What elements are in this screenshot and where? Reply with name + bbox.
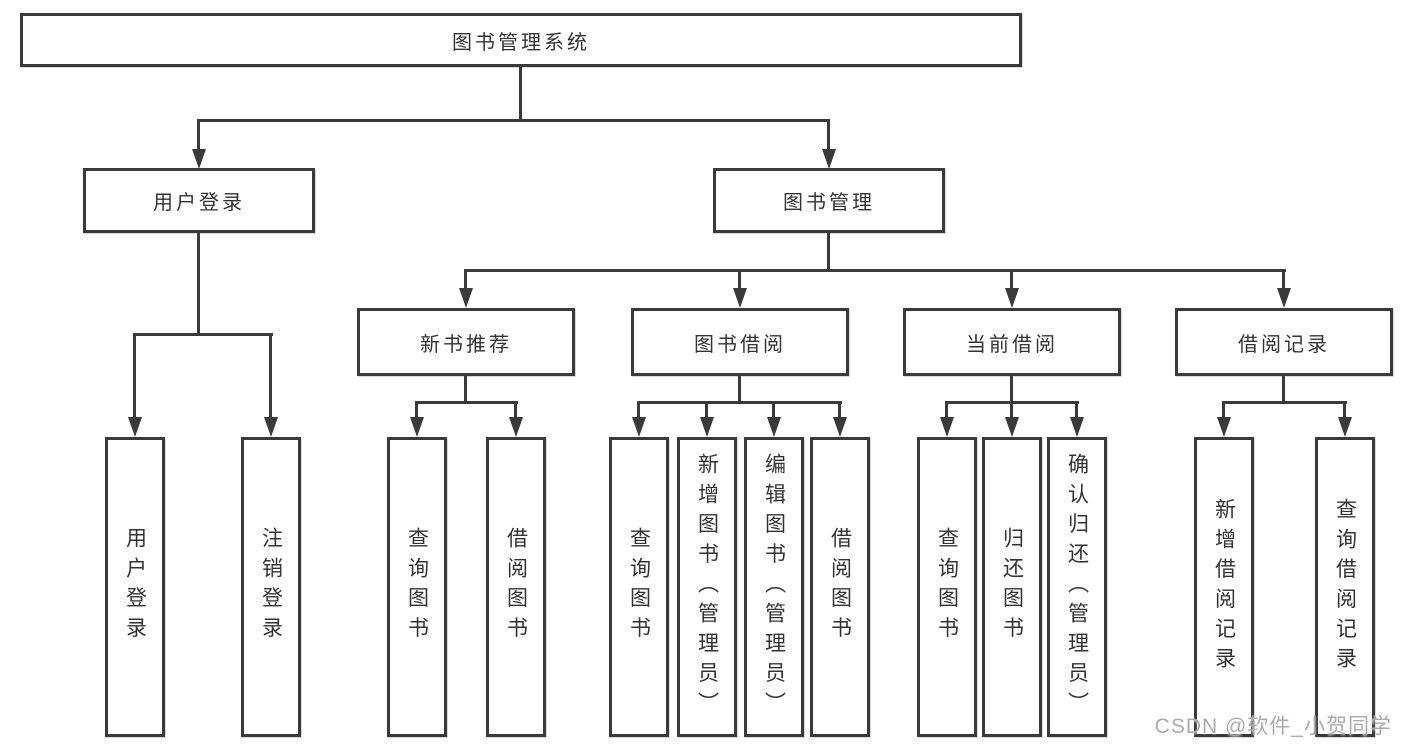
connector-line: [133, 333, 273, 336]
node-user-login: 用户登录: [83, 168, 315, 233]
connector-line: [637, 401, 640, 421]
arrowhead-down-icon: [264, 417, 278, 437]
arrowhead-down-icon: [1005, 417, 1019, 437]
connector-line: [465, 269, 1286, 272]
connector-line: [1222, 401, 1347, 404]
arrowhead-down-icon: [509, 417, 523, 437]
arrowhead-down-icon: [822, 149, 836, 169]
connector-line: [945, 401, 948, 421]
connector-line: [1010, 376, 1013, 404]
root-node-library-system: 图书管理系统: [20, 13, 1022, 67]
arrowhead-down-icon: [632, 417, 646, 437]
connector-line: [1010, 269, 1013, 292]
leaf-query-books-borrow: 查询图书: [609, 437, 669, 737]
connector-line: [1222, 401, 1225, 421]
connector-line: [1343, 401, 1346, 421]
leaf-borrow-books-borrow: 借阅图书: [810, 437, 870, 737]
arrowhead-down-icon: [1005, 288, 1019, 308]
connector-line: [519, 67, 522, 120]
node-book-management: 图书管理: [713, 168, 945, 233]
arrowhead-down-icon: [833, 417, 847, 437]
leaf-logout-login: 注销登录: [241, 437, 301, 737]
connector-line: [514, 401, 517, 421]
connector-line: [464, 376, 467, 404]
connector-line: [838, 401, 841, 421]
arrowhead-down-icon: [700, 417, 714, 437]
connector-line: [772, 401, 775, 421]
connector-line: [738, 269, 741, 292]
connector-line: [1010, 401, 1013, 421]
connector-line: [197, 119, 200, 152]
connector-line: [269, 333, 272, 419]
connector-line: [133, 333, 136, 419]
leaf-add-borrow-record: 新增借阅记录: [1194, 437, 1254, 737]
leaf-edit-books-admin: 编辑图书（管理员）: [744, 437, 804, 737]
leaf-user-login: 用户登录: [105, 437, 165, 737]
arrowhead-down-icon: [459, 288, 473, 308]
arrowhead-down-icon: [1338, 417, 1352, 437]
leaf-return-books: 归还图书: [982, 437, 1042, 737]
connector-line: [738, 376, 741, 404]
connector-line: [827, 233, 830, 272]
leaf-query-books-current: 查询图书: [917, 437, 977, 737]
leaf-borrow-books-recommend: 借阅图书: [486, 437, 546, 737]
connector-line: [1282, 269, 1285, 292]
arrowhead-down-icon: [192, 149, 206, 169]
arrowhead-down-icon: [767, 417, 781, 437]
arrowhead-down-icon: [733, 288, 747, 308]
connector-line: [415, 401, 418, 421]
connector-line: [827, 119, 830, 152]
leaf-query-books-recommend: 查询图书: [387, 437, 447, 737]
connector-line: [1075, 401, 1078, 421]
arrowhead-down-icon: [1277, 288, 1291, 308]
connector-line: [705, 401, 708, 421]
connector-line: [197, 233, 200, 336]
arrowhead-down-icon: [410, 417, 424, 437]
arrowhead-down-icon: [128, 417, 142, 437]
arrowhead-down-icon: [1217, 417, 1231, 437]
connector-line: [637, 401, 842, 404]
arrowhead-down-icon: [940, 417, 954, 437]
connector-line: [464, 269, 467, 292]
csdn-watermark: CSDN @软件_小贺同学: [1154, 715, 1392, 738]
node-new-book-recommend: 新书推荐: [357, 308, 575, 376]
node-borrow-records: 借阅记录: [1175, 308, 1393, 376]
leaf-query-borrow-record: 查询借阅记录: [1315, 437, 1375, 737]
node-book-borrowing: 图书借阅: [631, 308, 849, 376]
connector-line: [1282, 376, 1285, 404]
node-current-borrowing: 当前借阅: [903, 308, 1121, 376]
connector-line: [415, 401, 518, 404]
arrowhead-down-icon: [1070, 417, 1084, 437]
leaf-confirm-return-admin: 确认归还（管理员）: [1047, 437, 1107, 737]
connector-line: [197, 119, 830, 122]
leaf-add-books-admin: 新增图书（管理员）: [677, 437, 737, 737]
